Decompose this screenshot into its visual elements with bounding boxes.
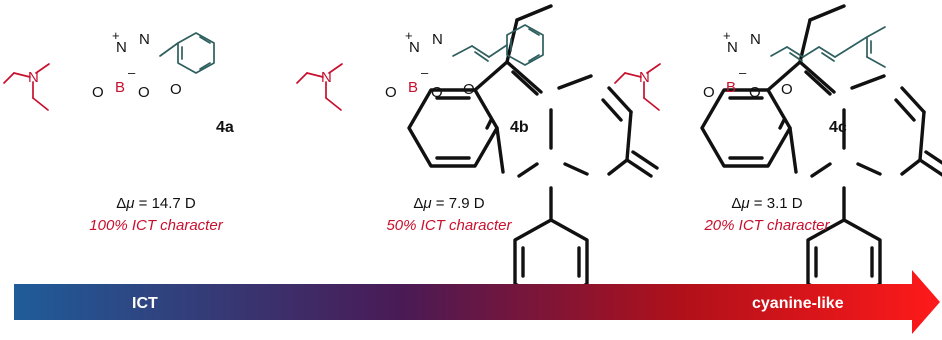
amine-nitrogen-label: N xyxy=(28,69,39,86)
boron-label: B xyxy=(115,79,125,96)
negative-charge-label: – xyxy=(128,65,136,80)
azo-nitrogen-label: N xyxy=(432,31,443,48)
iminium-nitrogen-label: N xyxy=(727,39,738,56)
diethylamino-donor xyxy=(614,63,661,111)
diethylamino-donor xyxy=(296,63,343,111)
dipole-change: Δμ = 3.1 D xyxy=(731,195,802,212)
dipole-change: Δμ = 14.7 D xyxy=(116,195,196,212)
dipole-change: Δμ = 7.9 D xyxy=(413,195,484,212)
amine-nitrogen-label: N xyxy=(639,69,650,86)
boron-label: B xyxy=(408,79,418,96)
carbonyl-oxygen-label: O xyxy=(170,81,182,98)
phenoxy-oxygen-label: O xyxy=(92,84,104,101)
ict-character-label: 20% ICT character xyxy=(703,217,830,234)
compound-label: 4b xyxy=(510,119,529,136)
positive-charge-label: + xyxy=(723,28,731,43)
compound-4a: N N + N B – O O O 4a Δμ = 14.7 D 100% IC… xyxy=(3,5,658,305)
diethylamino-donor xyxy=(3,63,50,111)
ict-character-label: 50% ICT character xyxy=(386,217,512,234)
carbonyl-oxygen-label: O xyxy=(463,81,475,98)
negative-charge-label: – xyxy=(739,65,747,80)
phenoxy-oxygen-label: O xyxy=(703,84,715,101)
positive-charge-label: + xyxy=(405,28,413,43)
amine-nitrogen-label: N xyxy=(321,69,332,86)
azo-nitrogen-label: N xyxy=(750,31,761,48)
compound-4c: N N + N B – O O O 4c Δμ = 3.1 D 20% ICT … xyxy=(614,26,886,234)
phenoxy-oxygen-label: O xyxy=(385,84,397,101)
styryl-acceptor xyxy=(452,24,544,66)
compound-label: 4a xyxy=(216,119,234,136)
ester-oxygen-label: O xyxy=(431,84,443,101)
iminium-nitrogen-label: N xyxy=(409,39,420,56)
azo-nitrogen-label: N xyxy=(139,31,150,48)
positive-charge-label: + xyxy=(112,28,120,43)
phenylbutadienyl-acceptor xyxy=(770,26,886,68)
ester-oxygen-label: O xyxy=(749,84,761,101)
ict-character-label: 100% ICT character xyxy=(89,217,223,234)
iminium-nitrogen-label: N xyxy=(116,39,127,56)
boron-label: B xyxy=(726,79,736,96)
carbonyl-oxygen-label: O xyxy=(781,81,793,98)
ester-oxygen-label: O xyxy=(138,84,150,101)
arrow-left-label: ICT xyxy=(132,295,158,312)
compound-4b: N N + N B – O O O 4b Δμ = 7.9 D 50% ICT … xyxy=(296,5,942,305)
phenyl-acceptor xyxy=(159,32,215,74)
ict-to-cyanine-arrow xyxy=(14,270,940,334)
arrow-right-label: cyanine-like xyxy=(752,295,844,312)
negative-charge-label: – xyxy=(421,65,429,80)
compound-label: 4c xyxy=(829,119,847,136)
